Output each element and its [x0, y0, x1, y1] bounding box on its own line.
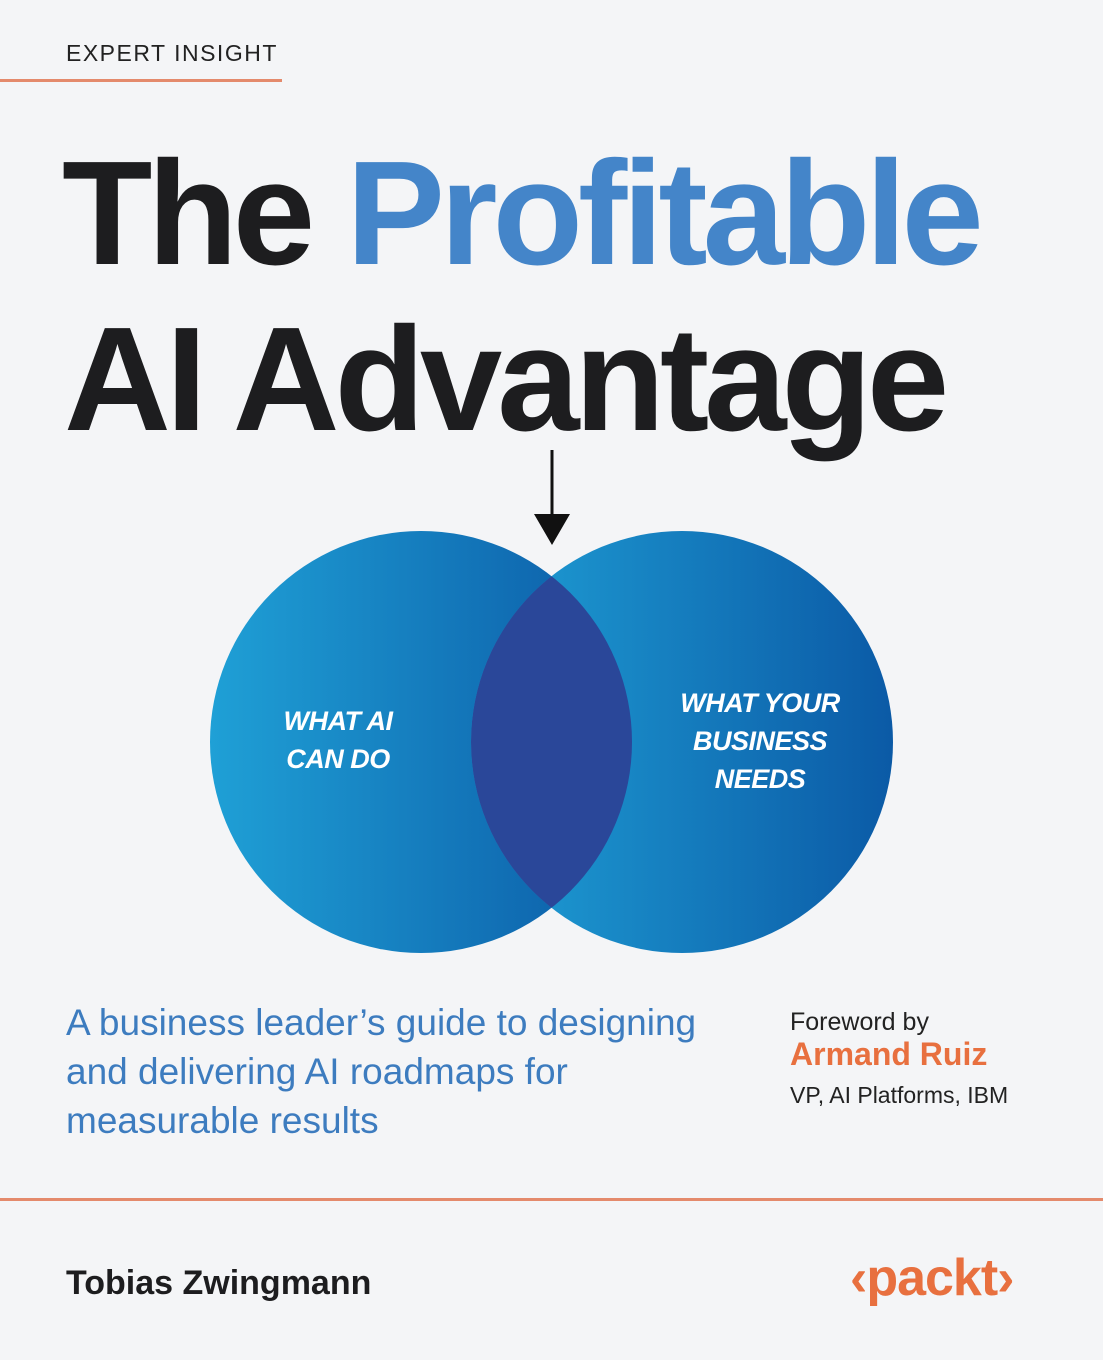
series-label: EXPERT INSIGHT	[66, 40, 278, 66]
foreword-role: VP, AI Platforms, IBM	[790, 1082, 1009, 1108]
venn-left-line: CAN DO	[286, 744, 390, 774]
venn-overlap	[471, 531, 632, 953]
venn-right-line: NEEDS	[714, 764, 806, 794]
packt-logo: ‹packt›	[850, 1249, 1014, 1307]
venn-left-label: WHAT AI CAN DO	[238, 702, 438, 778]
venn-left-line: WHAT AI	[283, 706, 393, 736]
venn-right-line: BUSINESS	[692, 726, 828, 756]
author-name: Tobias Zwingmann	[66, 1264, 372, 1302]
bottom-rule	[0, 1198, 1103, 1201]
venn-diagram	[210, 450, 893, 953]
venn-right-label: WHAT YOUR BUSINESS NEEDS	[650, 684, 870, 798]
title-profitable: Profitable	[346, 131, 984, 296]
arrow-head-icon	[534, 514, 570, 545]
top-rule	[0, 79, 282, 82]
title-line-2: AI Advantage	[64, 297, 949, 462]
foreword-name: Armand Ruiz	[790, 1036, 988, 1072]
title-line-1: The Profitable	[62, 140, 984, 288]
title-the: The	[62, 131, 315, 296]
subtitle: A business leader’s guide to designing a…	[66, 1002, 697, 1141]
venn-right-line: WHAT YOUR	[680, 688, 840, 718]
foreword-label: Foreword by	[790, 1008, 929, 1036]
